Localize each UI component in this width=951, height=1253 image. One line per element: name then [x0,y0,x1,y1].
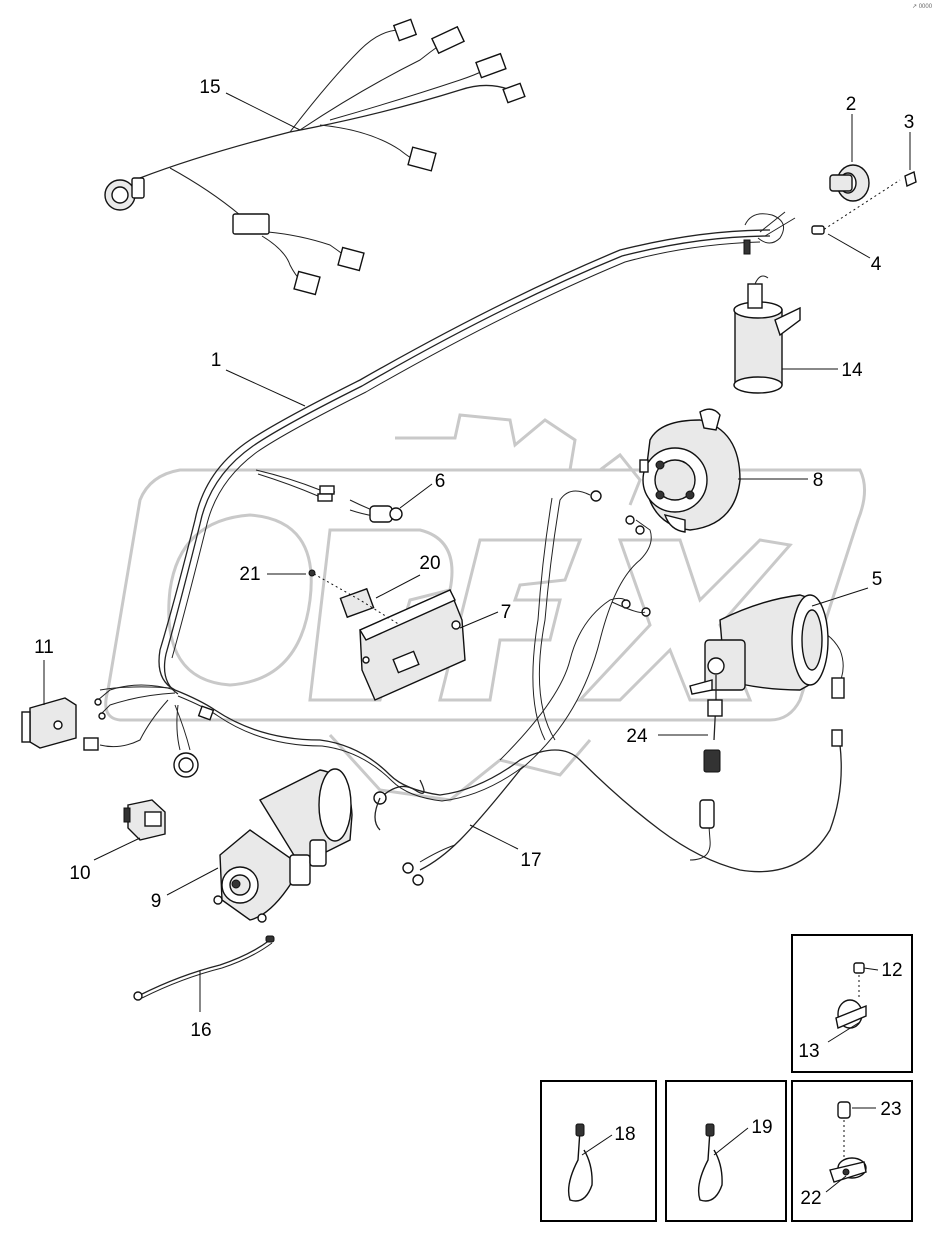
callout-1: 1 [211,350,222,371]
callout-16: 16 [190,1020,211,1041]
detail-box-22-23 [791,1080,913,1222]
battery-cable-17 [373,769,521,886]
callout-14: 14 [841,360,863,381]
callout-23: 23 [880,1099,901,1120]
clip-13-screw-12 [835,962,867,1029]
callout-labels: 15 2 3 4 14 1 6 8 5 20 21 7 11 24 10 9 1… [34,77,914,1209]
callout-21: 21 [239,564,260,585]
callout-24: 24 [626,726,648,747]
sensor-6 [349,499,403,523]
callout-5: 5 [872,569,883,590]
callout-17: 17 [520,850,541,871]
callout-13: 13 [798,1041,819,1062]
cable-tie-19 [697,1123,723,1202]
connector-plate-11 [21,697,77,749]
relay-10 [123,799,166,841]
ground-strap-16 [133,935,275,1001]
callout-4: 4 [871,254,882,275]
callout-22: 22 [800,1188,821,1209]
callout-10: 10 [69,863,90,884]
callout-11: 11 [34,637,54,658]
control-module-7 [308,569,466,701]
relay-canister-14 [733,275,801,394]
callout-2: 2 [846,94,857,115]
horn-assembly [811,164,917,235]
callout-6: 6 [435,471,446,492]
cable-tie-18 [567,1123,593,1202]
alternator-8 [639,408,741,533]
callout-3: 3 [904,112,915,133]
main-wiring-harness [83,211,845,873]
compressor-5 [689,594,829,773]
callout-20: 20 [419,553,440,574]
callout-9: 9 [151,891,162,912]
detail-box-19 [665,1080,787,1222]
callout-7: 7 [501,602,512,623]
engine-harness-15 [104,18,526,296]
callout-12: 12 [881,960,902,981]
callout-19: 19 [751,1117,772,1138]
detail-box-18 [540,1080,657,1222]
leader-lines [43,92,911,1193]
opex-watermark [104,413,866,802]
callout-8: 8 [813,470,824,491]
corner-mark: ↗ 0000 [912,4,933,10]
starter-motor-9 [213,768,353,923]
callout-15: 15 [199,77,220,98]
callout-18: 18 [614,1124,635,1145]
clip-22-screw-23 [829,1101,867,1183]
